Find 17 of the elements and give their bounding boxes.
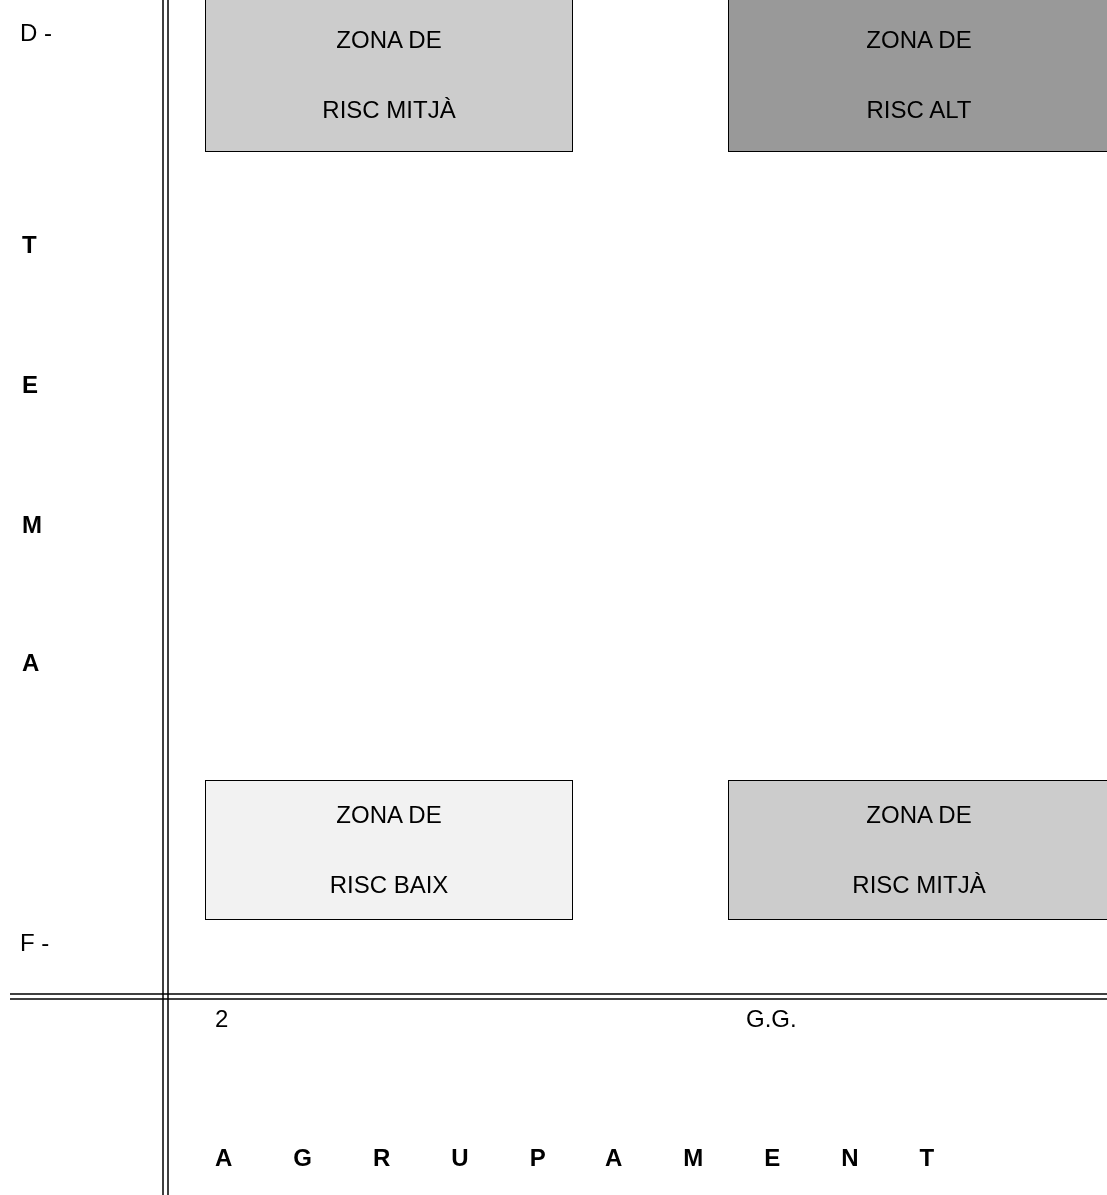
axis-label: T	[22, 231, 37, 259]
axis-label: E	[22, 371, 38, 399]
zone-label: ZONA DE RISC BAIX	[328, 800, 450, 900]
risk-zone-box	[728, 0, 1107, 152]
axis-label: D -	[20, 19, 52, 47]
axis-label: M	[22, 511, 42, 539]
axis-label: 2	[215, 1005, 229, 1033]
axis-title: AGRUPAMENT	[215, 1144, 996, 1172]
risk-zone-box	[728, 780, 1107, 920]
risk-zone-box	[205, 0, 573, 152]
axis-label: G.G.	[746, 1005, 797, 1033]
risk-zone-box	[205, 780, 573, 920]
axis-label: A	[22, 649, 40, 677]
zone-label: ZONA DE RISC MITJÀ	[851, 800, 987, 900]
axis-label: F -	[20, 929, 50, 957]
zone-label: ZONA DE RISC MITJÀ	[321, 25, 457, 125]
zone-label: ZONA DE RISC ALT	[865, 25, 973, 125]
